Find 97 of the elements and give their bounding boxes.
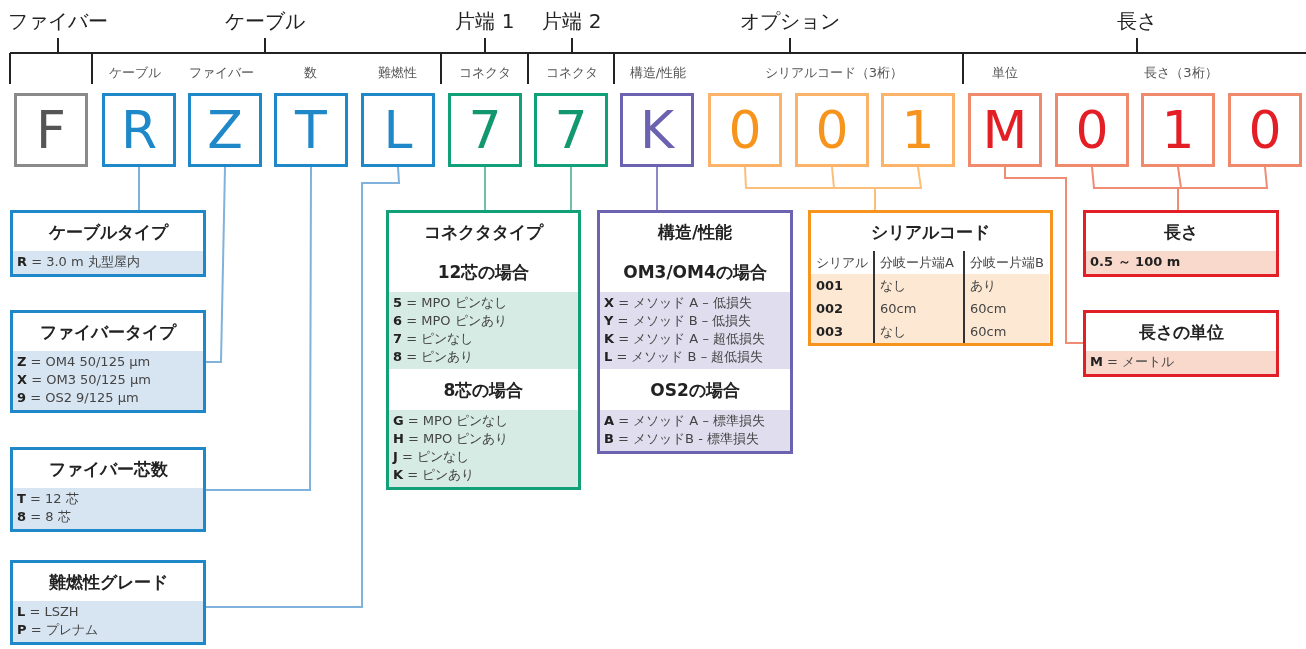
option-entry: L = LSZH <box>17 603 80 621</box>
field-label: ファイバー <box>188 64 254 82</box>
field-label: 数 <box>303 64 317 82</box>
table-cell: 60cm <box>873 297 963 320</box>
option-entry: A = メソッド A – 標準損失 <box>604 412 766 430</box>
section-heading: 8芯の場合 <box>442 379 525 402</box>
code-character-box: L <box>361 93 435 167</box>
code-character-box: F <box>14 93 88 167</box>
option-entry: H = MPO ピンあり <box>393 430 510 448</box>
section-heading: OM3/OM4の場合 <box>622 261 768 284</box>
table-cell: なし <box>873 274 963 297</box>
option-entry: Y = メソッド B – 低損失 <box>604 312 753 330</box>
option-card <box>1083 310 1279 377</box>
option-card <box>10 560 206 645</box>
field-label: シリアルコード（3桁） <box>764 64 904 82</box>
code-character-box: T <box>274 93 348 167</box>
card-title: 長さ <box>1163 221 1199 244</box>
option-entry: 5 = MPO ピンなし <box>393 294 508 312</box>
option-entry: T = 12 芯 <box>17 490 80 508</box>
option-entry: 8 = ピンあり <box>393 348 475 366</box>
code-character-box: K <box>620 93 694 167</box>
field-label: 構造/性能 <box>629 64 687 82</box>
code-character-box: 0 <box>795 93 869 167</box>
connector-line <box>484 166 486 211</box>
field-label: コネクタ <box>459 64 511 82</box>
option-entry: K = ピンあり <box>393 466 476 484</box>
group-heading: 長さ <box>1117 8 1157 35</box>
connector-line <box>205 166 226 363</box>
code-character-box: 1 <box>1141 93 1215 167</box>
connector-line <box>570 166 572 211</box>
option-entry: L = メソッド B – 超低損失 <box>604 348 765 366</box>
code-character-box: 0 <box>708 93 782 167</box>
code-character-box: Z <box>188 93 262 167</box>
code-character-box: 0 <box>1228 93 1302 167</box>
code-character-box: 7 <box>534 93 608 167</box>
option-entry: 6 = MPO ピンあり <box>393 312 508 330</box>
connector-line <box>205 166 401 608</box>
option-entry: R = 3.0 m 丸型屋内 <box>17 253 141 271</box>
card-title: シリアルコード <box>870 221 991 244</box>
card-title: 長さの単位 <box>1137 321 1225 344</box>
table-cell: 003 <box>811 320 873 343</box>
group-heading: ケーブル <box>225 8 305 35</box>
card-title: ファイバータイプ <box>39 321 178 344</box>
group-heading: オプション <box>740 8 840 35</box>
table-header-cell-text: シリアル <box>815 254 869 272</box>
table-cell: 60cm <box>963 320 1049 343</box>
table-cell: 60cm <box>963 297 1049 320</box>
option-entry: K = メソッド A – 超低損失 <box>604 330 767 348</box>
option-entry: 9 = OS2 9/125 µm <box>17 389 140 407</box>
code-character-box: M <box>968 93 1042 167</box>
field-label: 単位 <box>992 64 1018 82</box>
option-entry: P = プレナム <box>17 621 99 639</box>
option-card <box>1083 210 1279 277</box>
option-entry: X = メソッド A – 低損失 <box>604 294 753 312</box>
code-character-box: 0 <box>1055 93 1129 167</box>
card-title: 構造/性能 <box>656 221 734 244</box>
field-label: ケーブル <box>109 64 161 82</box>
connector-line <box>205 166 312 491</box>
connector-line <box>874 166 923 211</box>
option-entry: Z = OM4 50/125 µm <box>17 353 152 371</box>
option-entry: X = OM3 50/125 µm <box>17 371 152 389</box>
group-heading: 片端 1 <box>455 8 515 35</box>
connector-line <box>656 166 658 211</box>
card-title: ケーブルタイプ <box>47 221 170 244</box>
table-cell: 001 <box>811 274 873 297</box>
option-entry: J = ピンなし <box>393 448 470 466</box>
field-label: コネクタ <box>546 64 598 82</box>
card-title: ファイバー芯数 <box>47 458 169 481</box>
table-cell: あり <box>963 274 1049 297</box>
option-entry: G = MPO ピンなし <box>393 412 510 430</box>
option-entry: B = メソッドB - 標準損失 <box>604 430 760 448</box>
field-label: 長さ（3桁） <box>1144 64 1218 82</box>
connector-line <box>1004 166 1084 344</box>
group-heading: ファイバー <box>8 8 108 35</box>
group-heading: 片端 2 <box>542 8 602 35</box>
card-title: コネクタタイプ <box>423 221 545 244</box>
table-cell: 002 <box>811 297 873 320</box>
table-cell: なし <box>873 320 963 343</box>
field-label: 難燃性 <box>377 64 417 82</box>
option-card <box>386 210 581 490</box>
code-character-box: 7 <box>448 93 522 167</box>
code-character-box: R <box>102 93 176 167</box>
option-card <box>10 310 206 413</box>
option-entry: 7 = ピンなし <box>393 330 475 348</box>
option-entry: 0.5 ～ 100 m <box>1090 253 1182 271</box>
option-card <box>10 447 206 532</box>
code-character-box: 1 <box>881 93 955 167</box>
option-card <box>10 210 206 277</box>
section-heading: OS2の場合 <box>649 379 741 402</box>
card-title: 難燃性グレード <box>47 571 169 594</box>
option-entry: M = メートル <box>1090 353 1176 371</box>
connector-line <box>138 166 140 211</box>
connector-line <box>1177 166 1269 211</box>
option-entry: 8 = 8 芯 <box>17 508 72 526</box>
option-card <box>597 210 793 454</box>
section-heading: 12芯の場合 <box>436 261 531 284</box>
option-card <box>808 210 1053 346</box>
